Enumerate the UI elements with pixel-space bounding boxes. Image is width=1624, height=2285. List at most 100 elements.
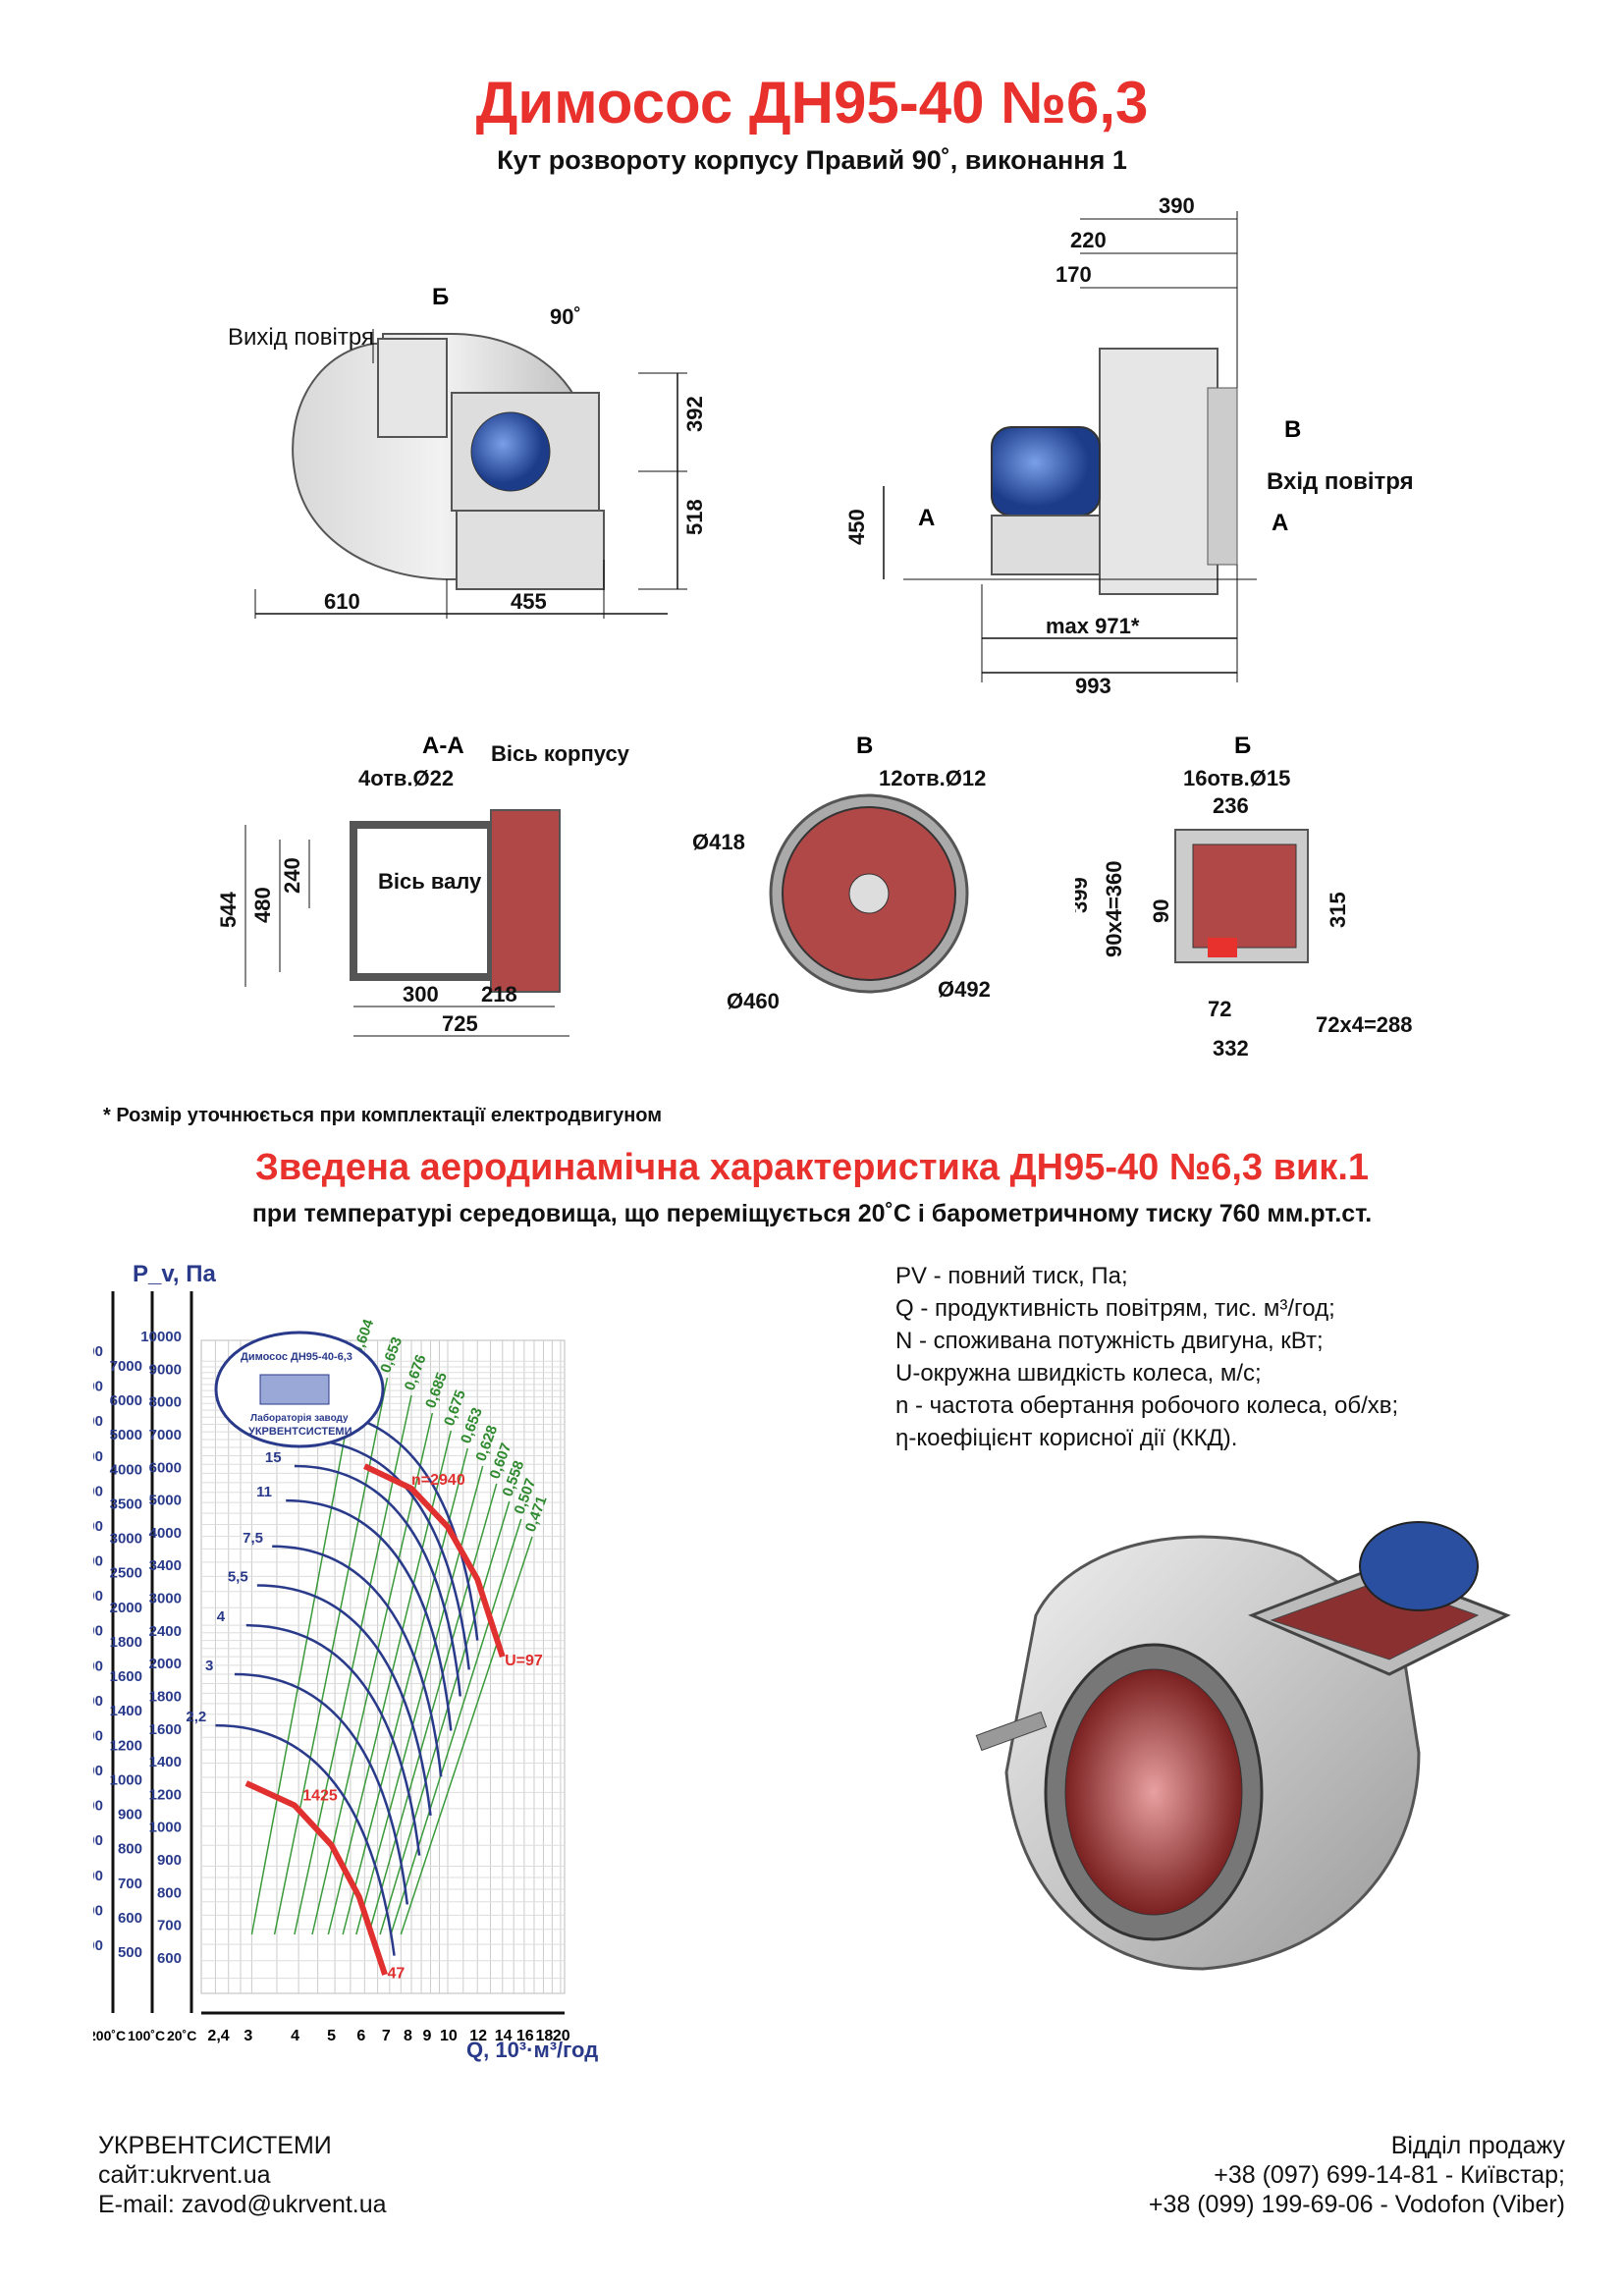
dim-518: 518 [682, 499, 707, 535]
label-a2: А [1272, 510, 1288, 536]
legend: PV - повний тиск, Па; Q - продуктивність… [895, 1260, 1398, 1454]
outlet-section [1192, 843, 1297, 949]
aero-title: Зведена аеродинамічна характеристика ДН9… [254, 1147, 1370, 1188]
holes-v: 12отв.Ø12 [879, 766, 986, 790]
tick-200c: 1800 [93, 1588, 103, 1605]
dim-390: 390 [1159, 193, 1195, 218]
tick-200c: 1600 [93, 1623, 103, 1640]
tick-100c: 1600 [110, 1668, 142, 1685]
dim-max-971: max 971* [1046, 614, 1140, 638]
x-tick-label: 14 [495, 2028, 513, 2044]
tick-100c: 4000 [110, 1461, 142, 1478]
x-tick-label: 16 [516, 2028, 534, 2044]
efficiency-ray [400, 1536, 533, 1935]
front-view-drawing: 610 455 392 518 90˚ Б [254, 284, 707, 619]
company-name: УКРВЕНТСИСТЕМИ [98, 2132, 332, 2159]
footer-left: УКРВЕНТСИСТЕМИ сайт:ukrvent.ua E-mail: z… [98, 2131, 387, 2219]
tick-100c: 2000 [110, 1600, 142, 1616]
tick-20c: 1800 [149, 1688, 182, 1705]
efficiency-ray [367, 1483, 498, 1935]
page-title: Димосос ДН95-40 №6,3 [475, 70, 1149, 136]
dim-72x4: 72x4=288 [1316, 1012, 1413, 1037]
stamp-text: УКРВЕНТСИСТЕМИ [248, 1426, 352, 1438]
power-label: 5,5 [228, 1568, 248, 1585]
tick-20c: 10000 [140, 1329, 182, 1345]
u-label: 47 [387, 1966, 405, 1983]
speed-label: 1425 [302, 1787, 338, 1804]
holes-b: 16отв.Ø15 [1183, 766, 1290, 790]
tick-20c: 9000 [149, 1361, 182, 1378]
tick-100c: 3000 [110, 1531, 142, 1548]
tick-20c: 5000 [149, 1493, 182, 1509]
legend-item: Q - продуктивність повітрям, тис. м³/год… [895, 1295, 1335, 1322]
label-b: Б [432, 284, 449, 310]
dim-392: 392 [682, 396, 707, 432]
label-v: В [1284, 416, 1301, 443]
power-curve [245, 1623, 421, 1856]
section-v-drawing: В 12отв.Ø12 Ø418 Ø460 Ø492 [692, 733, 991, 1013]
section-b-title: Б [1234, 733, 1251, 759]
tick-200c: 600 [93, 1868, 103, 1884]
tick-20c: 6000 [149, 1459, 182, 1476]
tick-100c: 500 [118, 1944, 142, 1961]
speed-curve [244, 1780, 388, 1976]
outlet-flange [377, 338, 448, 438]
y-axis-label: P_v, Па [133, 1261, 217, 1287]
tick-200c: 700 [93, 1832, 103, 1849]
frame-aa [350, 821, 495, 981]
dim-170: 170 [1056, 262, 1092, 287]
tick-200c: 1200 [93, 1693, 103, 1710]
tick-20c: 7000 [149, 1427, 182, 1443]
efficiency-ray [327, 1430, 453, 1935]
email-link[interactable]: E-mail: zavod@ukrvent.ua [98, 2191, 387, 2218]
efficiency-ray [390, 1518, 522, 1935]
tick-200c: 4000 [93, 1413, 103, 1430]
power-curve [272, 1545, 443, 1777]
dim-544: 544 [216, 892, 241, 928]
tick-200c: 2000 [93, 1553, 103, 1570]
dim-90x4: 90x4=360 [1102, 861, 1126, 958]
dim-332: 332 [1213, 1036, 1249, 1061]
dim-90: 90 [1149, 899, 1173, 923]
efficiency-ray [355, 1465, 484, 1935]
legend-item: η-коефіцієнт корисної дії (ККД). [895, 1425, 1238, 1451]
efficiency-ray [250, 1359, 360, 1935]
dim-240: 240 [280, 857, 304, 894]
power-curve [286, 1498, 453, 1731]
sales-label: Відділ продажу [1390, 2132, 1565, 2159]
tick-20c: 4000 [149, 1525, 182, 1542]
footer-right: Відділ продажу +38 (097) 699-14-81 - Киї… [1149, 2131, 1565, 2219]
dim-455: 455 [511, 589, 547, 614]
power-curve [234, 1672, 409, 1905]
tick-20c: 3000 [149, 1591, 182, 1607]
aero-chart: P_v, ПаQ, 10³·м³/год60005000400035003000… [93, 1261, 598, 2062]
label-a1: А [918, 505, 935, 531]
tick-200c: 400 [93, 1937, 103, 1954]
tick-20c: 2400 [149, 1623, 182, 1640]
dim-460: Ø460 [727, 989, 780, 1013]
phone-vodafone[interactable]: +38 (099) 199-69-06 - Vodofon (Viber) [1148, 2191, 1565, 2218]
tick-100c: 1000 [110, 1771, 142, 1788]
dim-492: Ø492 [938, 977, 991, 1002]
speed-curve [363, 1463, 506, 1659]
power-curve [294, 1464, 462, 1697]
stamp-text: Лабораторія заводу [250, 1412, 349, 1424]
power-label: 2,2 [186, 1709, 206, 1725]
temp-label: 20˚С [167, 2028, 196, 2043]
tick-20c: 1000 [149, 1820, 182, 1836]
site-link[interactable]: сайт:ukrvent.ua [98, 2161, 271, 2189]
dim-450: 450 [844, 509, 869, 545]
section-aa-title: А-А [422, 733, 464, 759]
power-label: 7,5 [243, 1530, 263, 1547]
dim-725: 725 [442, 1011, 478, 1036]
tick-200c: 1400 [93, 1658, 103, 1674]
phone-kyivstar[interactable]: +38 (097) 699-14-81 - Київстар; [1214, 2161, 1565, 2189]
power-label: 4 [217, 1608, 226, 1625]
tick-20c: 900 [157, 1852, 182, 1869]
legend-item: PV - повний тиск, Па; [895, 1263, 1128, 1289]
tick-200c: 3500 [93, 1448, 103, 1465]
tick-100c: 1200 [110, 1737, 142, 1754]
tick-200c: 5000 [93, 1379, 103, 1395]
tick-200c: 6000 [93, 1343, 103, 1360]
tick-100c: 800 [118, 1841, 142, 1858]
